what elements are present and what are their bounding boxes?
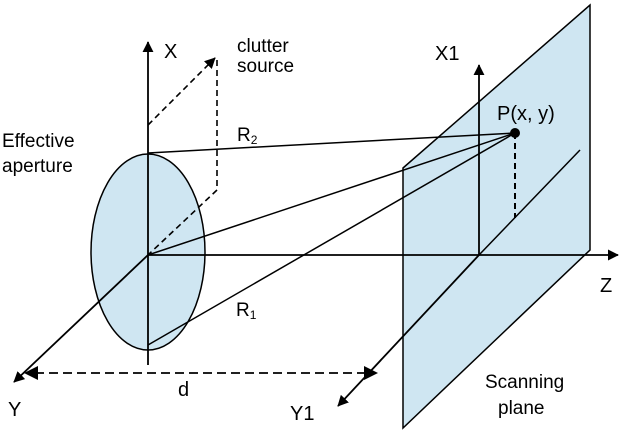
plane-label-line2: plane <box>498 398 545 419</box>
plane-label-line1: Scanning <box>485 372 564 393</box>
r1-line-bottom <box>147 132 516 346</box>
distance-d-arrow-left <box>24 366 38 380</box>
clutter-dashed-top <box>147 57 216 126</box>
clutter-label-line1: clutter <box>237 36 289 57</box>
axis-z-label: Z <box>600 275 612 297</box>
clutter-label-line2: source <box>237 56 294 77</box>
axis-y1-label: Y1 <box>290 403 314 425</box>
r1-label-sub: 1 <box>250 308 257 322</box>
y-axis <box>13 254 149 383</box>
distance-d-arrow-right <box>364 366 378 380</box>
r1-label-base: R <box>236 300 250 321</box>
aperture-label-line1: Effective <box>2 131 75 152</box>
axis-x-label: X <box>164 41 177 63</box>
axis-x1-label: X1 <box>435 43 459 65</box>
distance-d-label: d <box>178 379 189 401</box>
r1-line-center <box>147 132 516 256</box>
y1-axis <box>337 254 480 407</box>
r2-label-sub: 2 <box>251 133 258 147</box>
plane-scan-line <box>478 149 581 256</box>
r1-label: R1 <box>236 300 257 322</box>
axis-y-label: Y <box>8 399 21 421</box>
r2-label-base: R <box>237 125 251 146</box>
point-p-label: P(x, y) <box>497 103 555 125</box>
r2-label: R2 <box>237 125 258 147</box>
clutter-dashed-diagonal <box>147 189 218 256</box>
scanning-plane <box>402 3 591 430</box>
r2-line <box>147 132 516 154</box>
point-p-marker <box>510 128 520 138</box>
aperture-label-line2: aperture <box>2 156 73 177</box>
